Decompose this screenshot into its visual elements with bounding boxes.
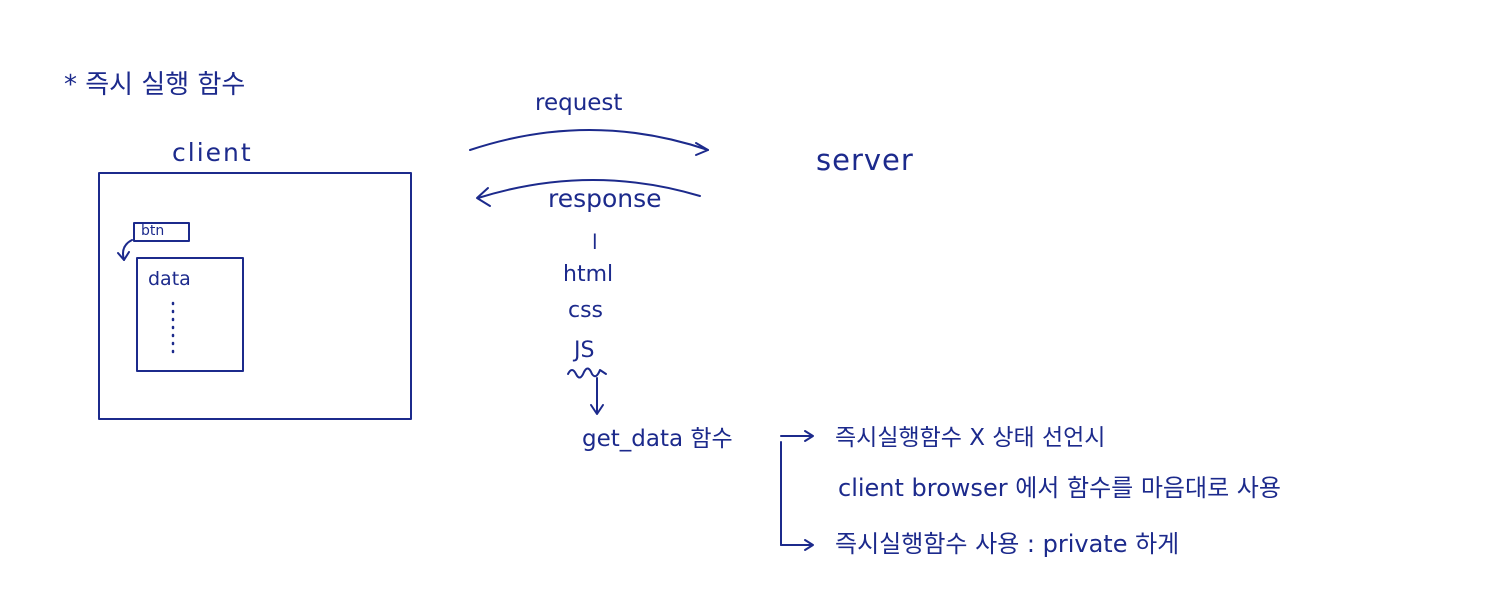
note-item: client browser 에서 함수를 마음대로 사용: [838, 474, 1281, 502]
client-box: [98, 172, 412, 420]
response-arrowhead: [476, 187, 491, 207]
request-arrow: [469, 129, 709, 151]
request-label: request: [535, 90, 623, 116]
down-arrowhead: [590, 404, 604, 415]
response-item: l: [592, 230, 598, 254]
js-squiggle: [567, 367, 607, 379]
server-label: server: [816, 143, 914, 177]
note-item: 즉시실행함수 사용 : private 하게: [835, 530, 1180, 558]
request-arrowhead: [695, 142, 709, 156]
response-arrow: [477, 179, 701, 199]
btn-to-data-arrowhead: [117, 251, 130, 261]
note-item: 즉시실행함수 X 상태 선언시: [835, 425, 1106, 451]
response-label: response: [548, 184, 662, 213]
branch-top-arrowhead: [804, 430, 814, 442]
response-item: css: [568, 298, 604, 323]
btn-to-data-arrow: [122, 239, 133, 261]
branch-bottom-arrowhead: [804, 539, 814, 551]
data-label: data: [148, 268, 191, 290]
client-label: client: [172, 138, 253, 167]
get-data-label: get_data 함수: [582, 426, 733, 452]
page-title: * 즉시 실행 함수: [64, 70, 246, 100]
response-item: JS: [574, 338, 595, 363]
data-box: [136, 257, 244, 372]
btn-box: [133, 222, 190, 242]
btn-label: btn: [141, 223, 165, 239]
response-item: html: [563, 262, 614, 287]
